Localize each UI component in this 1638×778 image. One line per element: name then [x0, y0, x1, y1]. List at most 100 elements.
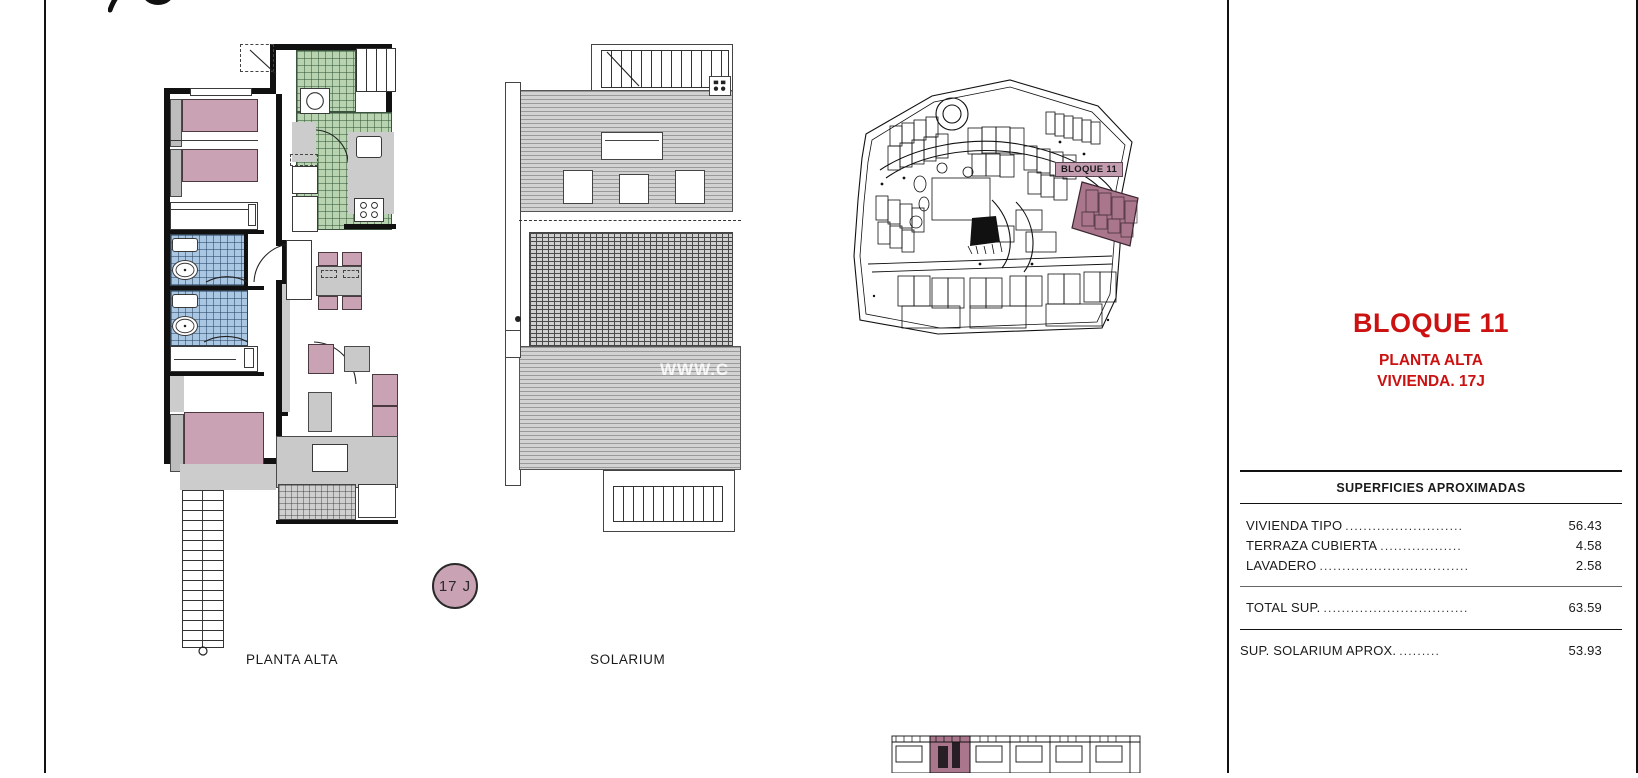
solarium-drain-icon	[515, 316, 521, 322]
table-rule-above-solarium	[1240, 628, 1622, 631]
solarium-staircase	[601, 50, 729, 88]
table-row-total: TOTAL SUP. .............................…	[1240, 598, 1622, 618]
watermark-text: WWW.C	[660, 360, 730, 379]
site-location-plan	[820, 50, 1150, 340]
wall-exterior-right-upper	[386, 44, 392, 148]
toilet-1	[172, 238, 198, 252]
sofa-section-1	[372, 374, 398, 406]
roof-unit-center	[619, 174, 649, 204]
roof-unit-line	[605, 140, 659, 141]
company-logo-icon	[108, 0, 171, 13]
wall-bath2-top	[164, 286, 264, 290]
solarium-parapet-left	[505, 82, 521, 486]
stair-start-marker-icon	[198, 646, 208, 656]
table-rule-top	[1240, 470, 1622, 472]
total-dots: ................................	[1323, 601, 1469, 616]
table-row-solarium: SUP. SOLARIUM APROX. ......... 53.93	[1240, 641, 1622, 661]
closet-door-panel	[248, 204, 256, 226]
kitchen-cabinet	[292, 166, 318, 194]
row-dots: ..........................	[1345, 519, 1464, 533]
wall-exterior-top	[270, 44, 392, 50]
caption-planta-alta: PLANTA ALTA	[246, 652, 339, 667]
exterior-staircase	[182, 490, 224, 648]
wall-exterior-left	[164, 88, 170, 464]
door-kitchen	[315, 129, 349, 163]
dining-table	[316, 266, 362, 296]
stair-opening-dashed	[240, 44, 274, 72]
sheet-frame-right-rule	[1227, 0, 1229, 773]
site-block-label: BLOQUE 11	[1055, 162, 1124, 177]
door-hall	[253, 243, 291, 283]
row-label: VIVIENDA TIPO	[1246, 518, 1343, 533]
window-bedroom-twin	[190, 88, 252, 96]
kitchen-appliance	[292, 196, 318, 232]
total-label: TOTAL SUP.	[1246, 600, 1321, 616]
lavadero-tiles	[278, 484, 356, 520]
hall-wall-shadow	[282, 284, 290, 412]
washing-machine	[300, 88, 330, 114]
dining-chair-2	[342, 252, 362, 266]
entry-door-recess	[286, 240, 312, 300]
solarium-equipment-icon	[709, 76, 731, 96]
solarium-deck-bottom	[519, 346, 741, 470]
bathtub-end-panel	[244, 348, 254, 368]
wall-bath1-right	[244, 234, 248, 286]
sofa-section-2	[372, 406, 398, 438]
cooktop-hob	[354, 198, 384, 222]
solarium-lower-steps	[613, 486, 723, 522]
sink-1	[172, 260, 198, 280]
row-dots: .................................	[1319, 559, 1470, 574]
row-value: 56.43	[1568, 518, 1602, 533]
solarium-division-dashed	[519, 220, 741, 221]
bed-single-1	[182, 99, 258, 132]
coffee-table	[308, 392, 332, 432]
stair-centerline	[202, 490, 203, 648]
dining-place-setting-1	[321, 270, 337, 278]
key-plan-strip	[860, 690, 1190, 774]
row-value: 4.58	[1575, 538, 1602, 554]
armchair-1	[308, 344, 334, 374]
kitchen-overhead-dashed	[290, 154, 318, 166]
wall-terrace-bottom	[276, 520, 398, 524]
title-block: BLOQUE 11 PLANTA ALTA VIVIENDA. 17J	[1240, 60, 1622, 393]
row-label: LAVADERO	[1246, 558, 1317, 574]
table-rule-under-title	[1240, 502, 1622, 504]
solarium-label: SUP. SOLARIUM APROX.	[1240, 643, 1397, 659]
unit-number-badge: 17 J	[432, 563, 478, 609]
roof-unit-left	[563, 170, 593, 204]
roof-unit-large	[601, 132, 663, 160]
sink-2	[172, 316, 198, 336]
total-value: 63.59	[1568, 600, 1602, 616]
site-plan-drawing	[853, 79, 1139, 335]
key-plan-drawing	[891, 735, 1141, 774]
row-dots: ..................	[1380, 539, 1462, 554]
kitchen-counter-left	[292, 122, 316, 162]
side-table-1	[344, 346, 370, 372]
dining-chair-4	[342, 296, 362, 310]
row-label: TERRAZA CUBIERTA	[1246, 538, 1378, 554]
sheet-frame-far-rule	[1636, 0, 1638, 773]
table-row: VIVIENDA TIPO ..........................…	[1240, 516, 1622, 536]
nightstand-master	[170, 376, 184, 412]
door-bathroom-1	[205, 276, 249, 283]
surfaces-rows: VIVIENDA TIPO ..........................…	[1240, 504, 1622, 586]
solarium-roof-plan	[505, 44, 755, 544]
surfaces-table-title: SUPERFICIES APROXIMADAS	[1336, 480, 1526, 495]
door-living	[313, 341, 357, 385]
bed-headboard-1	[170, 99, 182, 147]
dining-chair-1	[318, 252, 338, 266]
planta-alta-floor-plan	[160, 44, 398, 656]
wall-bath1-top	[164, 230, 264, 234]
lavadero-unit	[358, 484, 396, 518]
terrace-opening	[312, 444, 348, 472]
toilet-2	[172, 294, 198, 308]
closet-rail-line	[170, 209, 248, 210]
table-rule-above-total	[1240, 586, 1622, 588]
bed-divider-line	[170, 140, 258, 141]
roof-unit-right	[675, 170, 705, 204]
title-block-subheading-line2: VIVIENDA. 17J	[1377, 372, 1485, 390]
title-block-heading: BLOQUE 11	[1352, 308, 1510, 338]
closet-bedroom-twin	[170, 202, 258, 230]
bed-headboard-2	[170, 149, 182, 197]
